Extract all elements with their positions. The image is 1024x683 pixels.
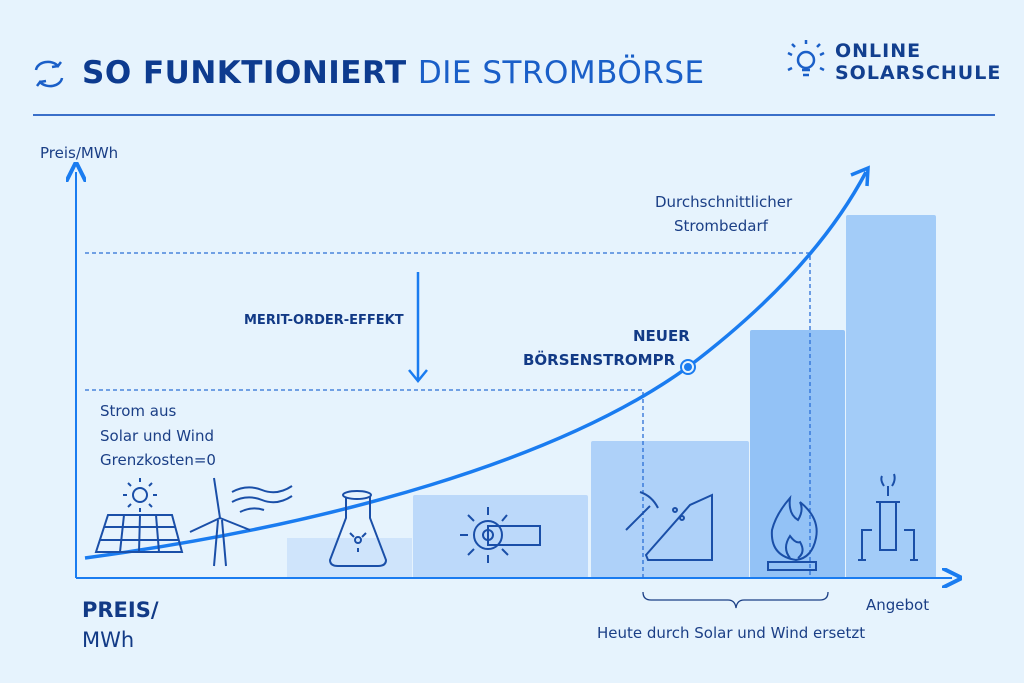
replaced-label: Heute durch Solar und Wind ersetzt <box>597 624 866 642</box>
price-point-marker <box>680 359 696 375</box>
gas-flame-icon <box>767 494 818 571</box>
bar-hydro <box>413 495 588 578</box>
renewables-label-3: Grenzkosten=0 <box>100 451 216 469</box>
title-bold: SO FUNKTIONIERT <box>82 55 407 91</box>
x-axis-label: Angebot <box>866 596 930 614</box>
bar-coal <box>591 441 749 578</box>
renewables-label-1: Strom aus <box>100 402 177 420</box>
supply-bars <box>287 215 936 578</box>
y-axis-label: Preis/MWh <box>40 144 119 162</box>
demand-label-1: Durchschnittlicher <box>655 193 793 211</box>
demand-supply-curve <box>84 171 868 560</box>
nuclear-flask-icon <box>328 490 388 567</box>
pickaxe-mine-icon <box>625 491 713 561</box>
wind-turbine-icon <box>189 477 293 567</box>
demand-label-2: Strombedarf <box>674 217 768 235</box>
bar-nuclear <box>287 538 412 578</box>
logo-line1: ONLINE <box>835 40 922 62</box>
bottom-price-label-2: MWh <box>82 628 135 652</box>
oil-pump-icon <box>858 473 918 561</box>
merit-order-label: MERIT-ORDER-EFFEKT <box>244 313 404 328</box>
curve-arrowhead-icon <box>850 165 870 187</box>
bracket <box>642 591 829 609</box>
page-title: SO FUNKTIONIERT DIE STROMBÖRSE <box>82 55 705 91</box>
solar-panel-icon <box>94 478 184 553</box>
turbine-icon <box>460 507 541 563</box>
lightbulb-logo-icon <box>787 40 825 77</box>
new-price-label-1: NEUER <box>633 327 690 345</box>
bar-gas <box>750 330 845 578</box>
bar-oil <box>846 215 936 578</box>
logo-line2: SOLARSCHULE <box>835 62 1002 84</box>
title-light: DIE STROMBÖRSE <box>417 55 705 91</box>
renewables-label-2: Solar und Wind <box>100 427 214 445</box>
down-arrow-icon <box>408 272 428 383</box>
new-price-label-2: BÖRSENSTROMPR <box>523 351 676 369</box>
refresh-icon <box>34 60 64 88</box>
bottom-price-label-1: PREIS/ <box>82 598 159 622</box>
